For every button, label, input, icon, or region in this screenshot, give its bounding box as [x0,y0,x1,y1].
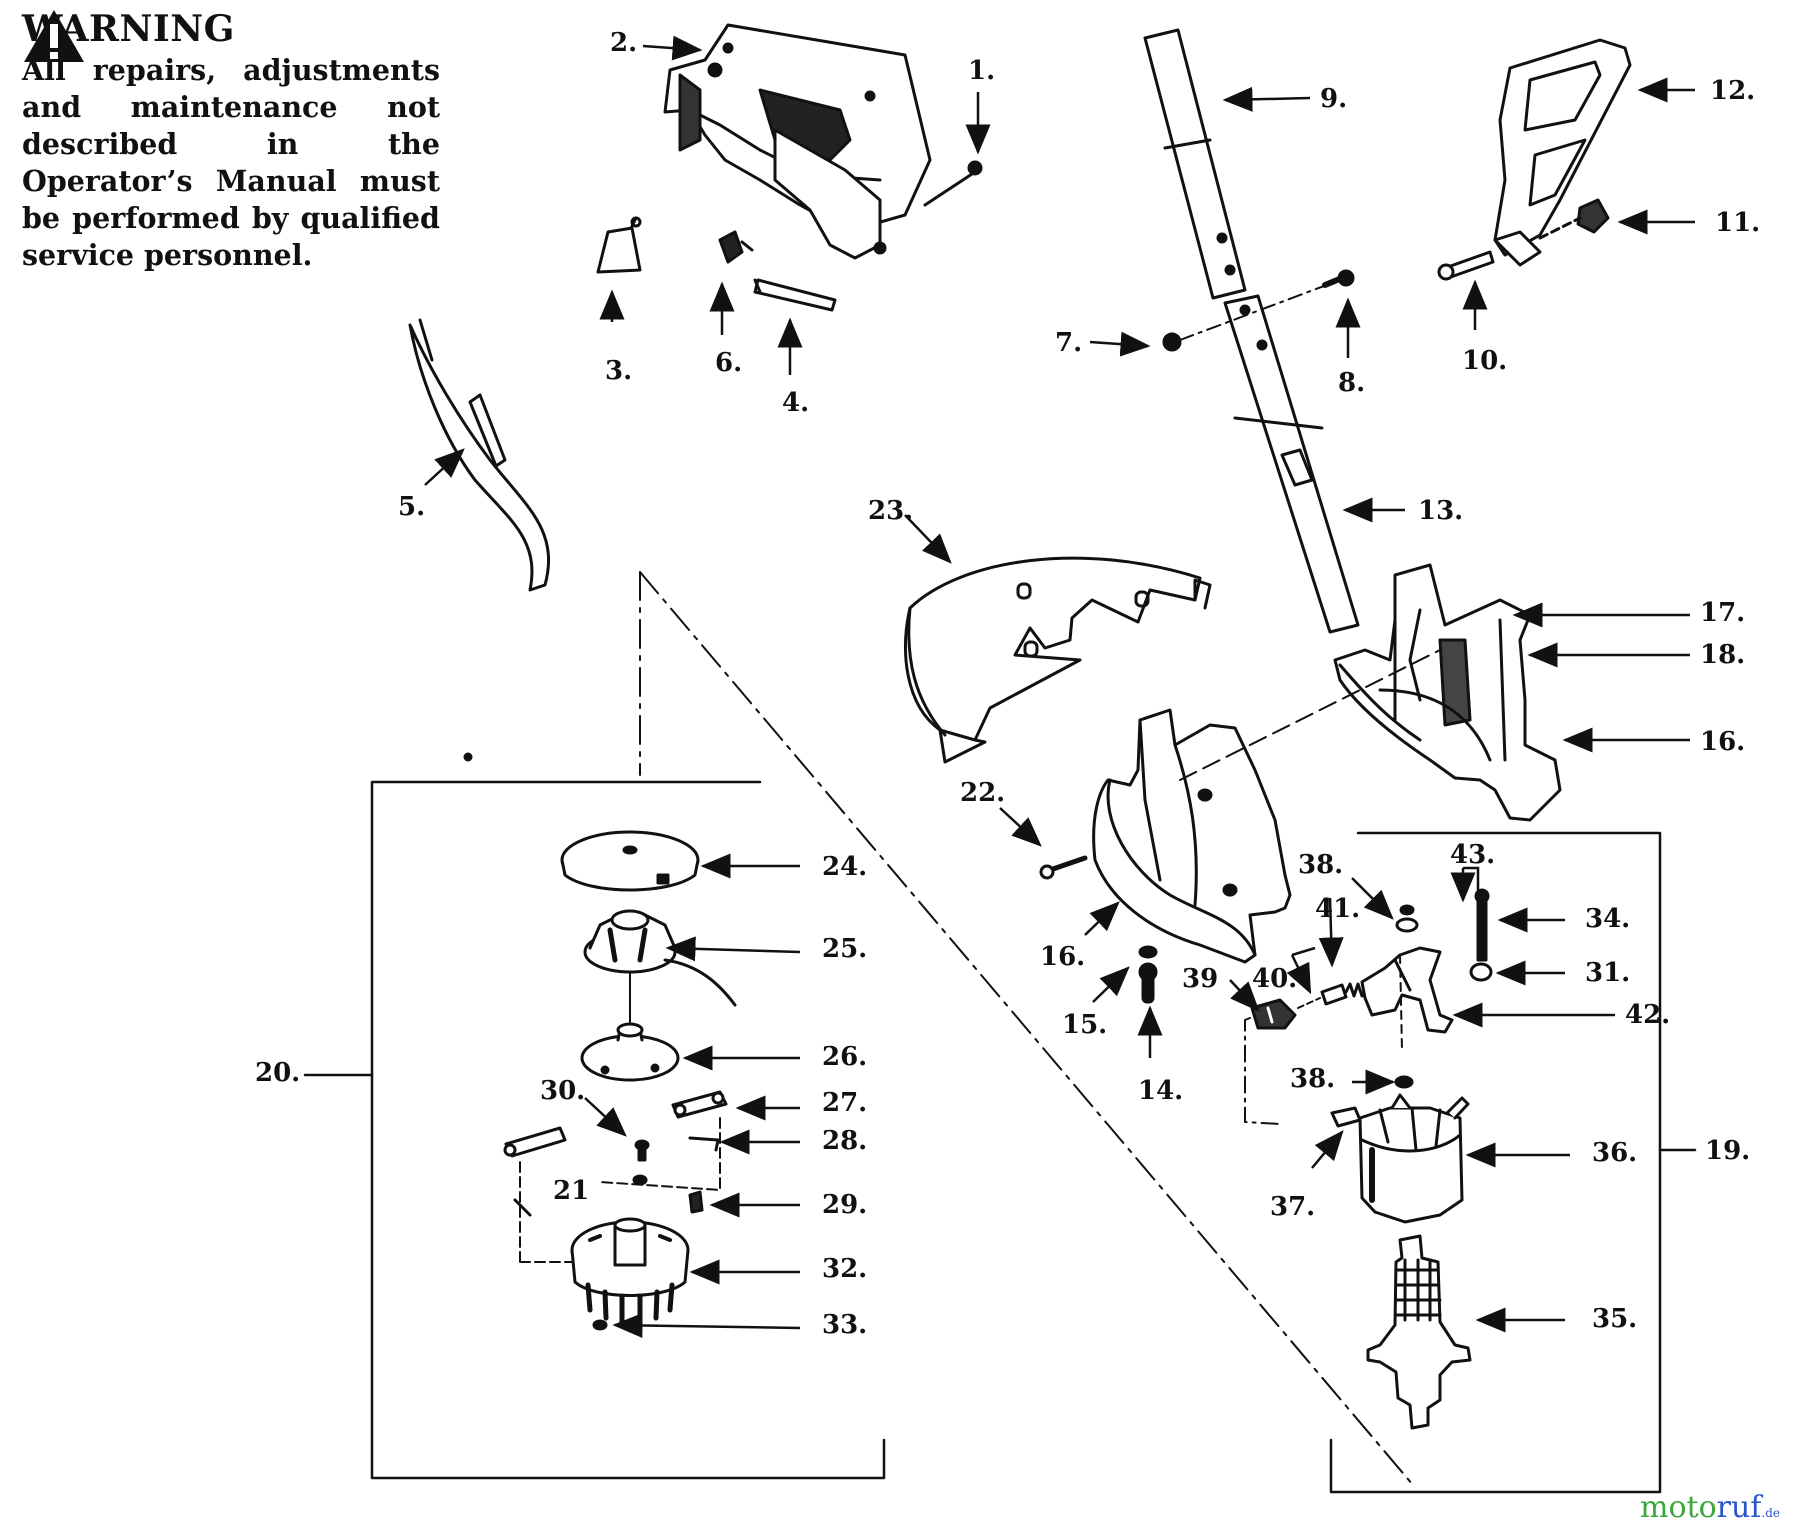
brush-holder-part [1360,946,1454,1051]
motor-housing-rear-part [1333,563,1562,822]
switch-spring-part [718,230,754,264]
handle-knob-part [1538,198,1610,240]
part-label-38-upper: 38. [1298,850,1344,880]
motor-housing-front-part [1092,708,1292,964]
part-label-11: 11. [1715,208,1761,238]
part-label-26: 26. [822,1042,868,1072]
part-label-10: 10. [1462,346,1508,376]
terminal-part-39 [1250,998,1297,1030]
part-label-28: 28. [822,1126,868,1156]
part-label-2: 2. [610,28,638,58]
terminal-part-37 [1330,1106,1362,1128]
part-label-35: 35. [1592,1304,1638,1334]
part-label-5: 5. [398,492,426,522]
screw-part-30 [634,1139,650,1162]
washer-part-38-lower [1394,1075,1414,1089]
part-label-40: 40. [1252,964,1298,994]
part-label-41: 41. [1315,894,1361,924]
nut-part-31 [1469,962,1493,982]
part-label-7: 7. [1055,328,1083,358]
clip-part-29 [688,1190,704,1214]
assist-handle-part [1493,38,1632,267]
cord-part [408,318,551,592]
shaft-nut-part [1162,279,1341,352]
leader-arrows [424,35,1695,1338]
part-label-9: 9. [1320,84,1348,114]
screw-part-1 [923,160,983,207]
part-label-4: 4. [782,388,810,418]
spring-part-41 [1344,982,1364,998]
warning-text: All repairs, adjustments and maintenance… [22,53,440,272]
leader-lines [1291,866,1480,957]
part-label-37: 37. [1270,1192,1316,1222]
part-label-21: 21 [553,1176,590,1206]
washer-part-38-upper [1395,904,1419,933]
warning-notice: WARNING All repairs, adjustments and mai… [22,8,452,274]
shaft-bolt-part [1322,269,1355,288]
brush-part-40 [1297,983,1348,1009]
washer-part-15 [1138,945,1158,959]
part-label-24: 24. [822,852,868,882]
part-label-23: 23. [868,496,914,526]
part-label-20: 20. [255,1058,301,1088]
clip-part-28 [688,1136,720,1152]
part-label-22: 22. [960,778,1006,808]
part-label-3: 3. [605,356,633,386]
part-label-14: 14. [1138,1076,1184,1106]
upper-shaft-part [1143,28,1247,300]
part-label-38-lower: 38. [1290,1064,1336,1094]
washer-part-21 [632,1174,648,1186]
motor-assembly-box [1329,831,1697,1494]
part-label-18: 18. [1700,640,1746,670]
spool-housing-part [570,1217,690,1325]
part-label-43: 43. [1450,840,1496,870]
part-label-34: 34. [1585,904,1631,934]
part-label-30: 30. [540,1076,586,1106]
part-label-29: 29. [822,1190,868,1220]
part-label-19: 19. [1705,1136,1751,1166]
screw-part-22 [1039,855,1088,880]
spring-retainer-part [580,1022,680,1082]
nut-part-33 [592,1319,608,1331]
line-guide-left [503,1126,567,1158]
part-label-17: 17. [1700,598,1746,628]
part-label-25: 25. [822,934,868,964]
warning-triangle-icon [24,10,84,62]
line-guide-part-27 [671,1090,728,1119]
switch-housing-part [663,23,932,260]
part-label-36: 36. [1592,1138,1638,1168]
part-label-33: 33. [822,1310,868,1340]
part-label-31: 31. [1585,958,1631,988]
part-label-27: 27. [822,1088,868,1118]
part-label-42: 42. [1625,1000,1671,1030]
part-label-6: 6. [715,348,743,378]
grass-guard-part [904,556,1212,764]
part-label-16-rear: 16. [1700,727,1746,757]
part-label-39: 39 [1182,964,1219,994]
armature-part [1366,1234,1472,1430]
switch-link-part [753,278,837,312]
lower-shaft-part [1223,294,1360,634]
part-label-12: 12. [1710,76,1756,106]
trimmer-head-box [303,571,1414,1486]
watermark-logo: motoruf.de [1640,1490,1781,1525]
cord-clip-part [596,216,642,274]
part-label-13: 13. [1418,496,1464,526]
part-label-15: 15. [1062,1010,1108,1040]
bolt-part-34 [1474,888,1490,962]
part-label-8: 8. [1338,368,1366,398]
spool-part [583,909,737,1007]
screw-part-14 [1138,962,1158,1004]
handle-bolt-part [1437,250,1495,281]
part-label-32: 32. [822,1254,868,1284]
part-label-16-front: 16. [1040,942,1086,972]
spool-cap-part [560,830,700,892]
part-label-1: 1. [968,56,996,86]
motor-stator-part [1358,1093,1470,1224]
